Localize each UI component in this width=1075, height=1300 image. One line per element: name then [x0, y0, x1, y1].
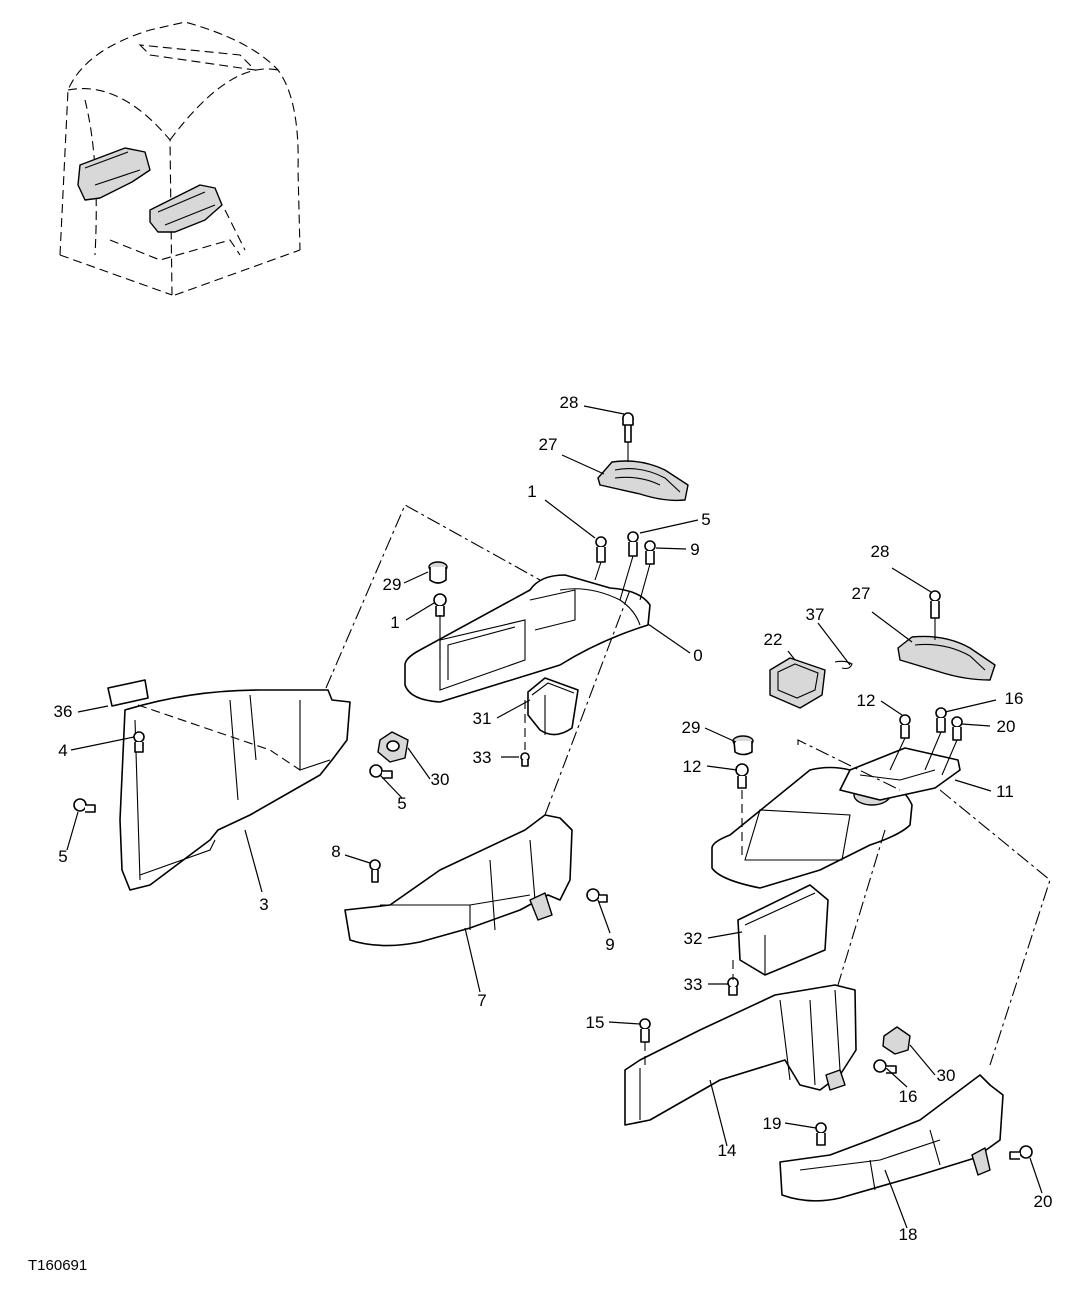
lower-cover-7: [344, 814, 573, 947]
figure-id: T160691: [28, 1257, 87, 1274]
cap-29-right: [732, 735, 754, 756]
screw-16-upper: [935, 707, 947, 733]
callout-20-lower: 20: [1034, 1192, 1053, 1211]
callout-36: 36: [54, 702, 73, 721]
callout-22: 22: [764, 630, 783, 649]
callout-12-lower: 12: [683, 757, 702, 776]
side-cover-14: [624, 984, 857, 1126]
clip-37: [834, 660, 853, 670]
callout-18: 18: [899, 1225, 918, 1244]
side-cover-3: [119, 689, 351, 891]
console-bracket-11: [839, 747, 961, 801]
callout-37: 37: [806, 605, 825, 624]
screw-5-upper: [627, 531, 639, 557]
storage-tray-32: [737, 884, 829, 976]
callout-9-lower: 9: [605, 935, 614, 954]
callout-14: 14: [718, 1141, 737, 1160]
screw-19: [815, 1122, 827, 1146]
screw-8: [369, 859, 381, 883]
callout-32: 32: [684, 929, 703, 948]
screw-20-lower: [1009, 1145, 1033, 1160]
callout-29-right: 29: [682, 718, 701, 737]
storage-cup-31: [527, 677, 579, 736]
callout-30-left: 30: [431, 770, 450, 789]
callout-4: 4: [58, 741, 67, 760]
label-36: [107, 679, 149, 707]
screw-28-left: [622, 412, 634, 443]
callout-33-right: 33: [684, 975, 703, 994]
armrest-pad-right: [897, 635, 996, 681]
callout-31: 31: [473, 709, 492, 728]
callout-1-upper: 1: [527, 482, 536, 501]
callout-labels: 28 27 1 5 9 29 1 0 36 4 31 33 30 5 5 3 8…: [54, 393, 1053, 1244]
leader-lines: [66, 405, 1043, 1229]
callout-15: 15: [586, 1013, 605, 1032]
callout-16-upper: 16: [1005, 689, 1024, 708]
callout-12-upper: 12: [857, 691, 876, 710]
screw-12-lower: [735, 763, 749, 789]
callout-3: 3: [259, 895, 268, 914]
callout-8: 8: [331, 842, 340, 861]
callout-1-lower: 1: [390, 613, 399, 632]
callout-7: 7: [477, 991, 486, 1010]
callout-30-right: 30: [937, 1066, 956, 1085]
callout-27-right: 27: [852, 584, 871, 603]
callout-5-upper: 5: [701, 510, 710, 529]
callout-28-left: 28: [560, 393, 579, 412]
screw-4: [133, 731, 145, 753]
grommet-30-left: [377, 731, 409, 763]
screw-1-upper: [595, 536, 607, 563]
ashtray-22: [769, 657, 826, 709]
cap-29-left: [428, 561, 448, 584]
screw-15: [639, 1018, 651, 1043]
cab-locator-view: [59, 21, 301, 296]
screw-9-lower: [586, 888, 608, 903]
screw-16-lower: [873, 1059, 897, 1074]
callout-28-right: 28: [871, 542, 890, 561]
screw-20-upper: [951, 716, 963, 741]
screw-28-right: [929, 590, 941, 619]
screw-9-upper: [644, 540, 656, 565]
screw-33-right: [727, 977, 739, 996]
callout-20-upper: 20: [997, 717, 1016, 736]
callout-27-left: 27: [539, 435, 558, 454]
grommet-30-right: [882, 1026, 911, 1055]
callout-11: 11: [996, 782, 1014, 801]
callout-0: 0: [693, 646, 702, 665]
callout-5-left: 5: [58, 847, 67, 866]
callout-9-upper: 9: [690, 540, 699, 559]
callout-19: 19: [763, 1114, 782, 1133]
callout-33-left: 33: [473, 748, 492, 767]
callout-16-lower: 16: [899, 1087, 918, 1106]
screw-5-mid: [369, 764, 393, 779]
screw-1-lower: [433, 593, 447, 617]
screw-33-left: [520, 752, 530, 767]
armrest-pad-left: [597, 460, 689, 502]
callout-29-left: 29: [383, 575, 402, 594]
lower-cover-18: [779, 1074, 1004, 1202]
callout-5-mid: 5: [397, 794, 406, 813]
screw-12-upper: [899, 714, 911, 739]
screw-5-left: [73, 798, 96, 813]
